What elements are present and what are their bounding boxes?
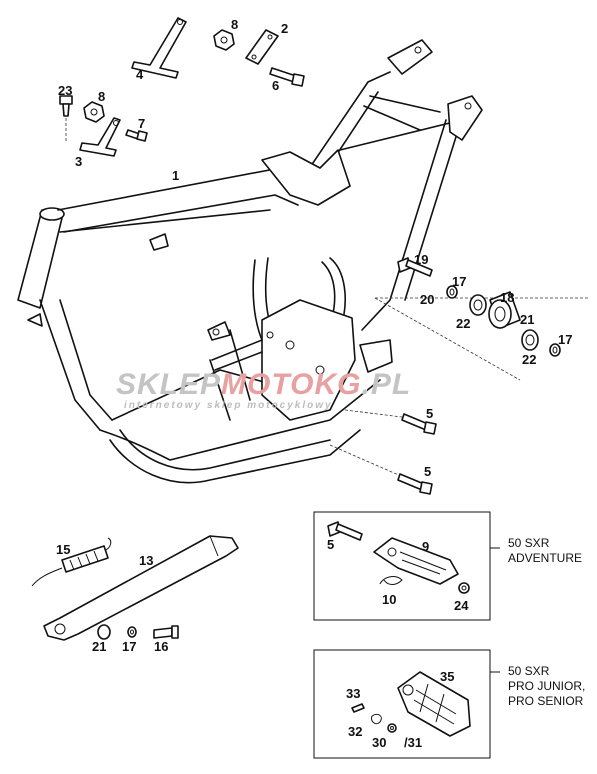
label-21-stand: 21 [92, 639, 106, 654]
label-32: 32 [348, 724, 362, 739]
bolt-part-7 [125, 129, 148, 142]
svg-text:SKLEPMOTOKG.PL: SKLEPMOTOKG.PL [116, 368, 411, 401]
label-6: 6 [272, 78, 279, 93]
side-stand [43, 535, 239, 641]
label-8-left: 8 [98, 89, 105, 104]
label-24: 24 [454, 598, 469, 613]
label-17-right: 17 [558, 332, 572, 347]
bolt-part-19 [397, 257, 433, 277]
plate-part-2 [245, 29, 279, 65]
bolt-part-5-lower [397, 473, 433, 495]
label-35: 35 [440, 669, 454, 684]
pro-caption-line1: 50 SXR [508, 664, 550, 678]
label-10: 10 [382, 592, 396, 607]
watermark-part3: KG [314, 368, 361, 401]
label-5-adventure: 5 [327, 537, 334, 552]
adventure-box [313, 511, 500, 621]
label-5-lower: 5 [424, 464, 431, 479]
label-21-right: 21 [520, 312, 534, 327]
adventure-caption-line2: ADVENTURE [508, 551, 582, 565]
watermark-part1: SKLEP [116, 368, 221, 401]
label-17-upper: 17 [452, 274, 466, 289]
label-16: 16 [154, 639, 168, 654]
label-8-top: 8 [231, 17, 238, 32]
bushing-set [446, 285, 561, 357]
label-30: 30 [372, 735, 386, 750]
bolt-part-5-upper [401, 413, 437, 435]
label-23: 23 [58, 83, 72, 98]
pro-caption-line3: PRO SENIOR [508, 694, 584, 708]
watermark-part2: MOTO [221, 368, 314, 401]
label-33: 33 [346, 686, 360, 701]
spring-part-15 [31, 537, 112, 587]
label-31: /31 [404, 735, 422, 750]
screw-part-23 [59, 95, 73, 117]
part-number-labels: 1 2 3 4 5 5 5 6 7 8 8 9 10 13 15 16 17 1… [56, 17, 572, 750]
adventure-caption-line1: 50 SXR [508, 536, 550, 550]
stand-hardware [97, 624, 179, 640]
label-22-right: 22 [522, 352, 536, 367]
pro-caption-line2: PRO JUNIOR, [508, 679, 585, 693]
label-9: 9 [422, 539, 429, 554]
label-15: 15 [56, 542, 70, 557]
label-5-upper: 5 [426, 406, 433, 421]
bracket-part-3 [79, 117, 121, 157]
bracket-part-4 [131, 17, 187, 79]
watermark: SKLEPMOTOKG.PL internetowy sklep motocyk… [116, 368, 411, 411]
label-20: 20 [420, 292, 434, 307]
nut-part-8 [83, 29, 235, 123]
watermark-part4: .PL [361, 368, 411, 401]
label-13: 13 [139, 553, 153, 568]
label-4: 4 [136, 67, 144, 82]
model-captions: 50 SXR ADVENTURE 50 SXR PRO JUNIOR, PRO … [508, 536, 585, 708]
pro-box [313, 649, 500, 759]
label-7: 7 [138, 116, 145, 131]
watermark-tagline: internetowy sklep motocyklowy [124, 400, 333, 411]
label-18: 18 [500, 290, 514, 305]
label-3: 3 [75, 154, 82, 169]
label-17-stand: 17 [122, 639, 136, 654]
label-22-left: 22 [456, 316, 470, 331]
bolt-part-6 [269, 67, 305, 87]
frame-drawing [17, 39, 483, 484]
label-2: 2 [281, 21, 288, 36]
label-19: 19 [414, 252, 428, 267]
label-1: 1 [172, 168, 179, 183]
